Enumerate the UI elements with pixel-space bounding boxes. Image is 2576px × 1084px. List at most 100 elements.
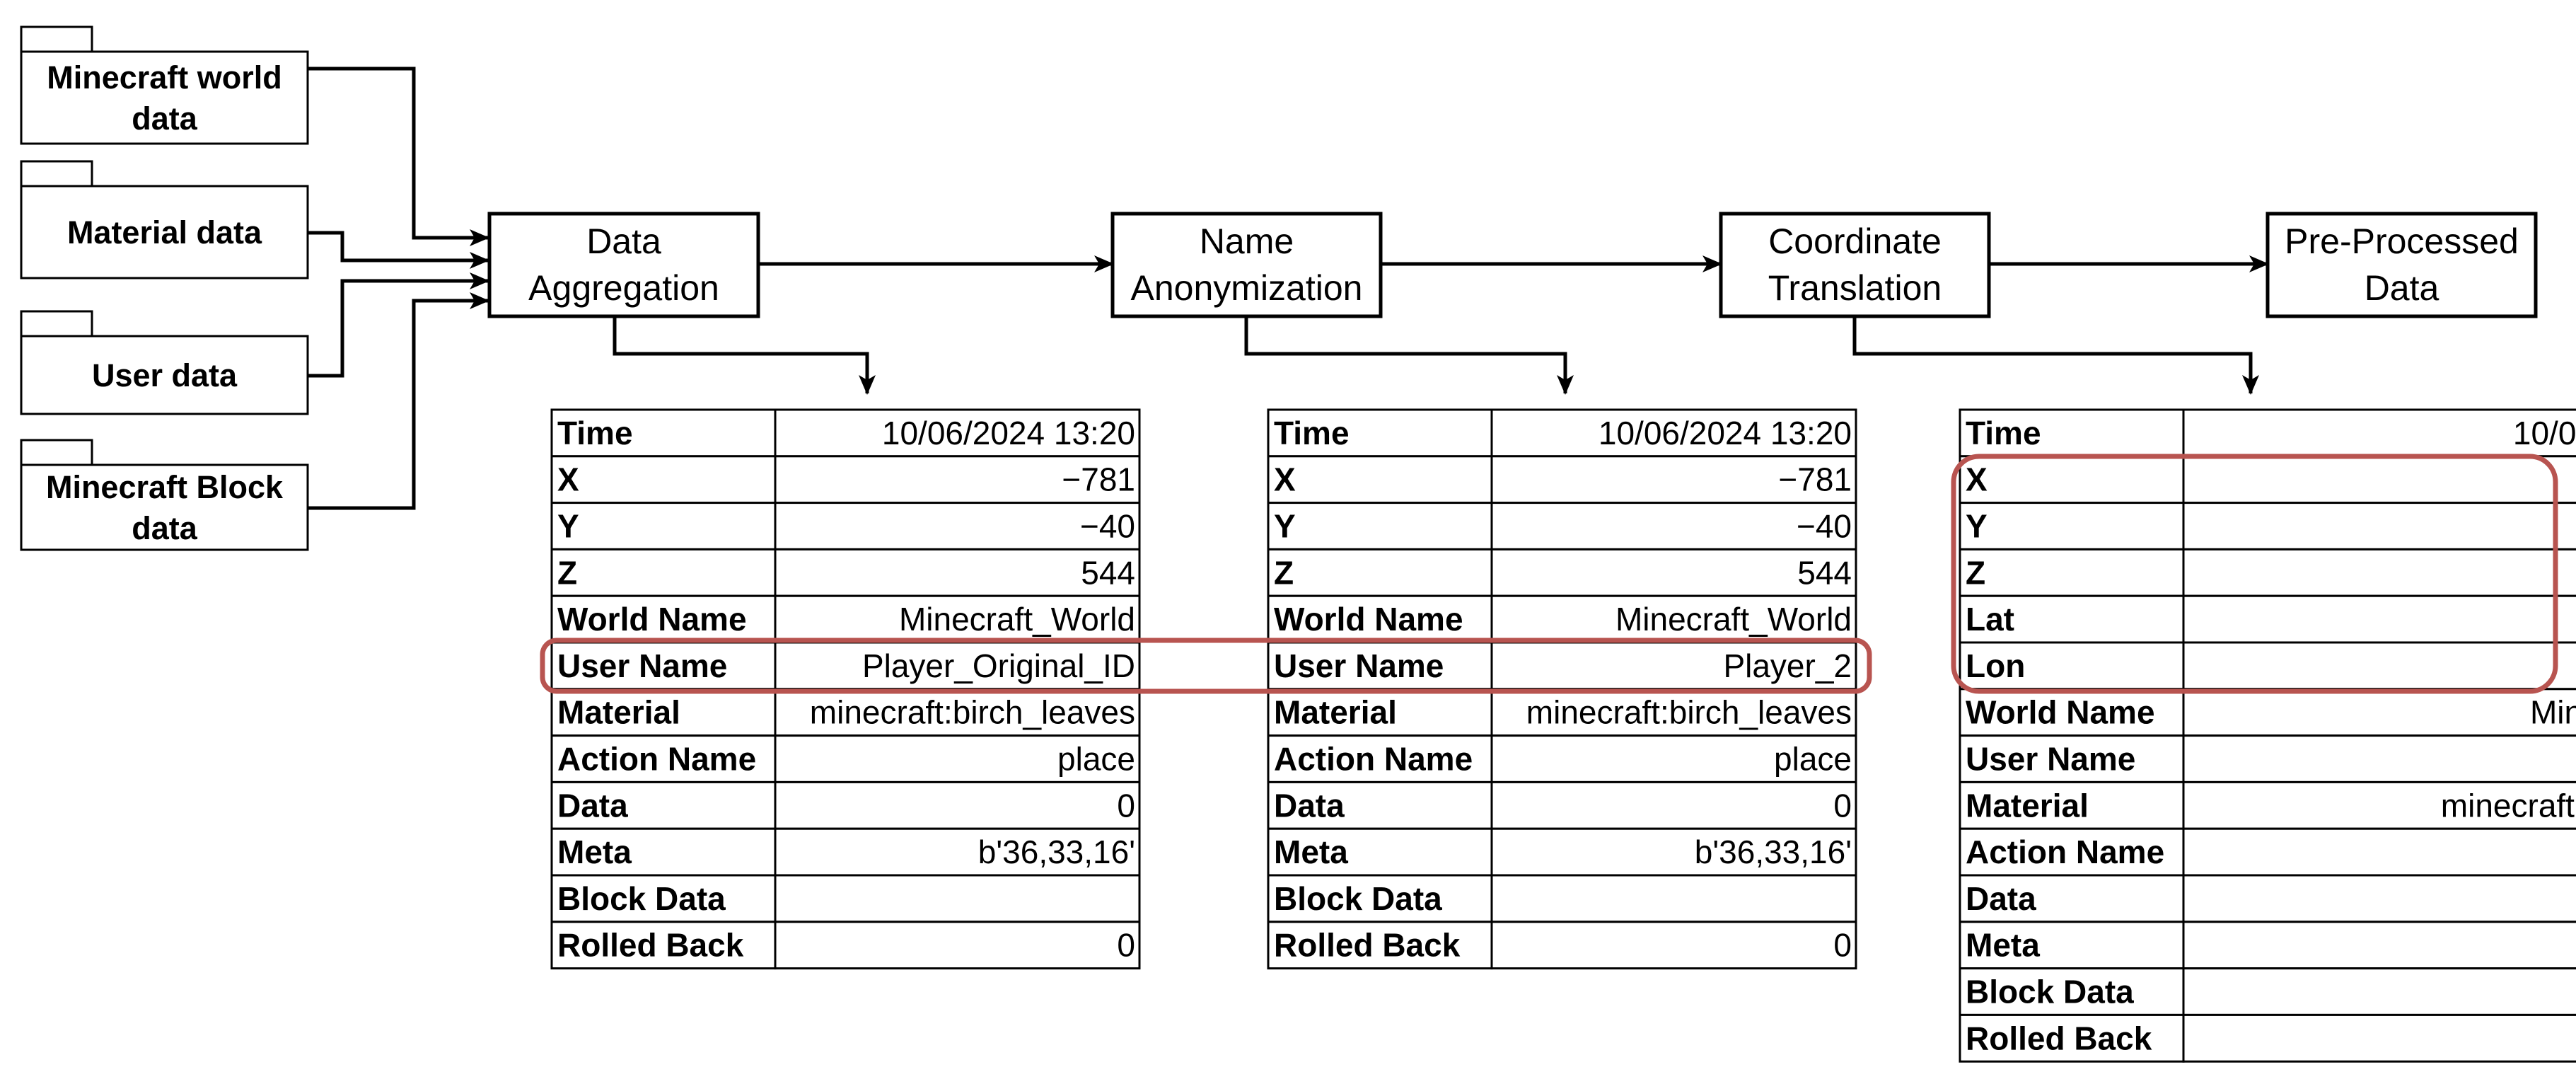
- row-key: Time: [557, 415, 633, 451]
- row-key: Meta: [1274, 834, 1348, 870]
- arrow-anonymization-to-table: [1244, 316, 1574, 395]
- key-cell: [1267, 548, 1493, 597]
- row-value: b'36,33,16': [978, 834, 1135, 870]
- key-cell: [550, 455, 777, 504]
- row-value: minecraft:birch_leaves: [810, 694, 1135, 731]
- row-value: −781: [1778, 461, 1852, 498]
- table-row: X−781: [550, 455, 1141, 504]
- value-cell: [774, 874, 1141, 923]
- stage-label: Anonymization: [1131, 268, 1363, 308]
- row-key: Rolled Back: [1966, 1020, 2152, 1056]
- source-minecraft-block-data: Minecraft Block data: [20, 439, 309, 551]
- row-key: Material: [557, 694, 680, 731]
- value-cell: [774, 734, 1141, 783]
- value-cell: [2182, 548, 2576, 597]
- value-cell: [1490, 408, 1857, 458]
- row-value: 544: [1081, 554, 1135, 591]
- row-key: X: [1966, 461, 1988, 498]
- row-key: Data: [557, 787, 628, 824]
- folder-tab-shape: [20, 25, 93, 53]
- source-label: data: [132, 510, 198, 546]
- key-cell: [1267, 734, 1493, 783]
- row-key: Block Data: [1274, 880, 1442, 917]
- folder-body-shape: [20, 185, 309, 279]
- row-value: Minecraft_World: [899, 601, 1135, 638]
- row-key: Y: [557, 508, 579, 545]
- value-cell: [1490, 874, 1857, 923]
- key-cell: [1267, 688, 1493, 737]
- folder-body-shape: [20, 335, 309, 415]
- row-key: Z: [1966, 554, 1985, 591]
- row-value: −781: [1062, 461, 1135, 498]
- value-cell: [774, 548, 1141, 597]
- source-material-data: Material data: [20, 160, 309, 279]
- row-value: 0: [1117, 787, 1135, 824]
- row-value: 10/06/2024 13:20: [1599, 415, 1852, 451]
- row-key: Time: [1274, 415, 1350, 451]
- row-key: Material: [1274, 694, 1397, 731]
- key-cell: [1959, 548, 2185, 597]
- source-label: Material data: [67, 214, 262, 250]
- stage-label: Data: [586, 221, 661, 261]
- table-row: Y −40: [550, 502, 1141, 550]
- row-key: Y: [1966, 508, 1988, 545]
- row-value: Player_2: [1723, 647, 1852, 684]
- connectors: [308, 67, 2269, 510]
- value-cell: [1490, 594, 1857, 644]
- key-cell: [550, 874, 777, 923]
- folder-body-shape: [20, 50, 309, 145]
- stage-box: [487, 212, 760, 318]
- source-label: Minecraft Block: [46, 469, 284, 505]
- table-row: Time 10/06/2024 13:20: [1267, 408, 1857, 458]
- source-label: Minecraft world: [47, 59, 282, 96]
- table-row: Block Data: [1267, 874, 1857, 923]
- row-key: Block Data: [1966, 974, 2134, 1010]
- row-key: Lon: [1966, 647, 2025, 684]
- row-value: −40: [1797, 508, 1852, 545]
- value-cell: [1490, 455, 1857, 504]
- table-row: Y −40: [1267, 502, 1857, 550]
- key-cell: [1267, 780, 1493, 830]
- process-stages: DataAggregationNameAnonymizationCoordina…: [487, 212, 2538, 318]
- row-value: 0: [1833, 787, 1852, 824]
- row-key: Action Name: [557, 741, 756, 778]
- key-cell: [550, 408, 777, 458]
- key-cell: [1267, 502, 1493, 550]
- key-cell: [1959, 455, 2185, 504]
- row-key: Y: [1274, 508, 1296, 545]
- row-key: Z: [557, 554, 577, 591]
- row-key: Lat: [1966, 601, 2014, 638]
- username-highlight: [540, 638, 1872, 694]
- row-value: −40: [1080, 508, 1135, 545]
- stage-label: Aggregation: [528, 268, 719, 308]
- coordinates-highlight: [1951, 454, 2558, 694]
- row-key: User Name: [557, 647, 727, 684]
- key-cell: [1959, 780, 2185, 830]
- value-cell: [774, 780, 1141, 830]
- value-cell: [2182, 967, 2576, 1016]
- value-cell: [774, 502, 1141, 550]
- key-cell: [550, 548, 777, 597]
- value-cell: [774, 641, 1141, 691]
- value-cell: [2182, 502, 2576, 550]
- stage-label: Pre-Processed: [2285, 221, 2519, 261]
- row-key: World Name: [1966, 694, 2155, 731]
- key-cell: [550, 502, 777, 550]
- row-value: Minecraft_World: [1615, 601, 1852, 638]
- highlights: [540, 454, 2558, 694]
